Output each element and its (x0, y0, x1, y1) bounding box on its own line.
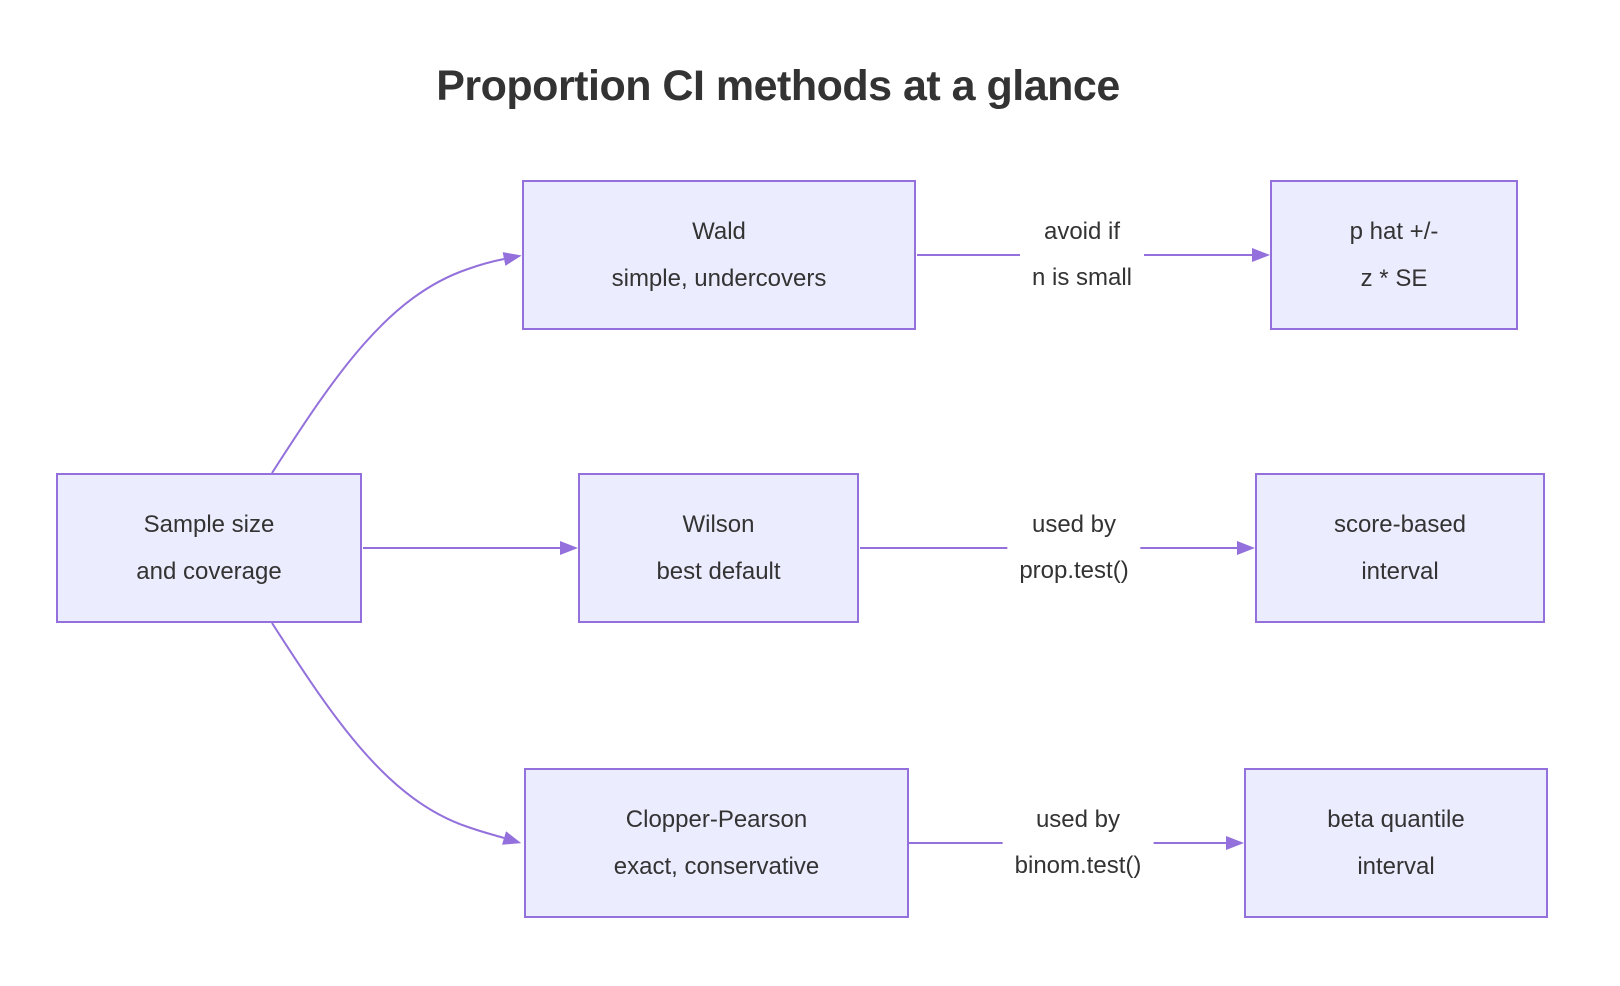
node-text-line: exact, conservative (613, 853, 820, 880)
node-clopper-pearson: Clopper-Pearson exact, conservative (524, 768, 909, 918)
node-text-line: Clopper-Pearson (625, 806, 808, 833)
edge-label-line: used by (1031, 511, 1117, 538)
node-clopper-result: beta quantile interval (1244, 768, 1548, 918)
node-text-line: simple, undercovers (611, 265, 827, 292)
edge-sample-to-wald (271, 252, 522, 474)
edge-label-line: prop.test() (1019, 557, 1129, 584)
node-text-line: interval (1361, 558, 1439, 585)
node-text-line: Wilson (682, 511, 755, 538)
edge-label-clopper: used by binom.test() (1002, 795, 1154, 891)
node-text-line: and coverage (136, 558, 282, 585)
edge-sample-to-clopper (271, 622, 522, 845)
node-text-line: Sample size (143, 511, 275, 538)
diagram-title: Proportion CI methods at a glance (436, 62, 1120, 110)
edge-label-line: binom.test() (1014, 852, 1142, 879)
node-text-line: interval (1357, 853, 1435, 880)
edge-label-line: n is small (1031, 264, 1133, 291)
node-text-line: best default (656, 558, 781, 585)
edge-label-line: used by (1035, 806, 1121, 833)
node-sample-size: Sample size and coverage (56, 473, 362, 623)
edge-label-line: avoid if (1043, 218, 1121, 245)
node-text-line: p hat +/- (1349, 218, 1439, 245)
node-text-line: beta quantile (1327, 806, 1465, 833)
edge-label-wilson: used by prop.test() (1007, 500, 1141, 596)
node-wald: Wald simple, undercovers (522, 180, 916, 330)
node-text-line: z * SE (1360, 265, 1428, 292)
node-text-line: Wald (692, 218, 746, 245)
node-wilson-result: score-based interval (1255, 473, 1545, 623)
node-wald-result: p hat +/- z * SE (1270, 180, 1518, 330)
edge-label-wald: avoid if n is small (1019, 207, 1145, 303)
node-wilson: Wilson best default (578, 473, 859, 623)
node-text-line: score-based (1333, 511, 1467, 538)
